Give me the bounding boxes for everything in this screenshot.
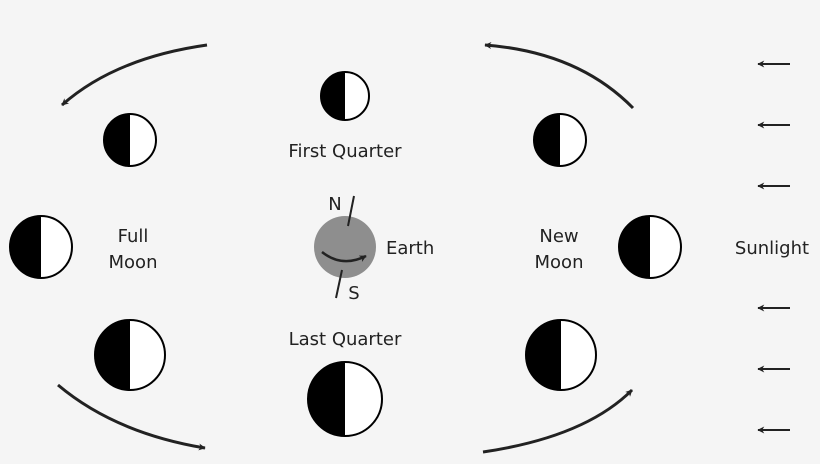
north-label: N bbox=[328, 194, 341, 215]
orbit-arrow-top-left bbox=[61, 43, 208, 107]
earth-label: Earth bbox=[386, 238, 434, 259]
first-quarter-label: First Quarter bbox=[288, 141, 402, 162]
moon-upper-left bbox=[103, 113, 157, 167]
earth-rotation-arrow bbox=[321, 251, 367, 263]
moon-new-position bbox=[618, 215, 682, 279]
sunlight-label: Sunlight bbox=[735, 238, 809, 259]
moon-top-center bbox=[320, 71, 370, 121]
moon-lower-left bbox=[94, 319, 166, 391]
orbit-arrow-top-right bbox=[484, 41, 635, 110]
moon-upper-right bbox=[533, 113, 587, 167]
full-moon-label-line2: Moon bbox=[109, 252, 158, 273]
earth bbox=[314, 195, 376, 299]
orbit-arrow-bottom-right bbox=[482, 388, 634, 454]
orbit-arrow-bottom-left bbox=[57, 383, 206, 451]
moon-bottom-center bbox=[307, 361, 383, 437]
last-quarter-label: Last Quarter bbox=[289, 329, 402, 350]
moon-full-position bbox=[9, 215, 73, 279]
new-moon-label-line1: New bbox=[539, 226, 578, 247]
sunlight-rays bbox=[757, 60, 790, 434]
moon-lower-right bbox=[525, 319, 597, 391]
south-label: S bbox=[348, 283, 359, 304]
earth-axis-south bbox=[335, 269, 343, 299]
full-moon-label-line1: Full bbox=[118, 226, 149, 247]
earth-axis-north bbox=[347, 195, 355, 227]
new-moon-label-line2: Moon bbox=[535, 252, 584, 273]
